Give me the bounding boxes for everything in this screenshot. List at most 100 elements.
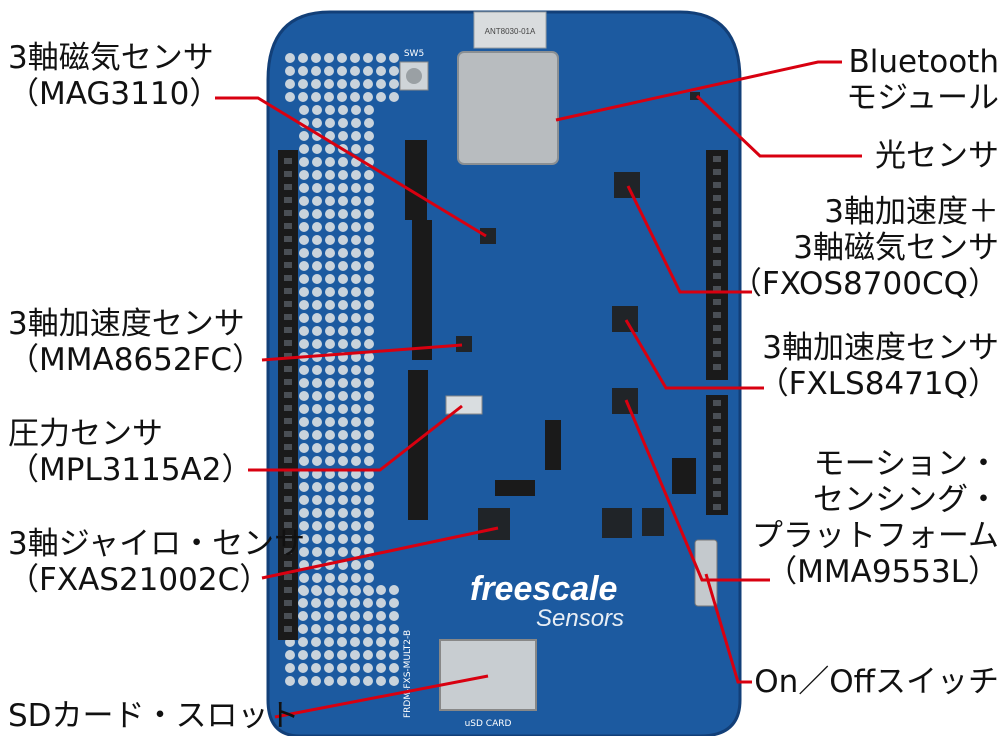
header-hole xyxy=(284,405,292,411)
proto-pad xyxy=(299,209,309,219)
proto-pad xyxy=(312,508,322,518)
proto-pad xyxy=(364,183,374,193)
proto-pad xyxy=(325,404,335,414)
proto-pad xyxy=(338,417,348,427)
proto-pad xyxy=(299,482,309,492)
proto-pad xyxy=(311,611,321,621)
header-hole xyxy=(713,169,721,175)
proto-pad xyxy=(325,495,335,505)
proto-pad xyxy=(364,560,374,570)
label-bluetooth-line2: モジュール xyxy=(846,80,999,116)
proto-pad xyxy=(363,79,373,89)
proto-pad xyxy=(338,404,348,414)
proto-pad xyxy=(325,339,335,349)
proto-pad xyxy=(299,391,309,401)
proto-pad xyxy=(311,676,321,686)
proto-pad xyxy=(299,495,309,505)
proto-pad xyxy=(338,157,348,167)
header-hole xyxy=(713,439,721,445)
proto-pad xyxy=(285,53,295,63)
proto-pad xyxy=(338,196,348,206)
proto-pad xyxy=(364,261,374,271)
label-mma9553l-line1: モーション・ xyxy=(813,446,999,482)
header-hole xyxy=(284,301,292,307)
fxos8700cq-chip xyxy=(614,172,640,198)
proto-pad xyxy=(312,170,322,180)
label-mpl3115a2-line1: 圧力センサ xyxy=(8,416,163,452)
proto-pad xyxy=(364,222,374,232)
proto-pad xyxy=(351,261,361,271)
extra-chip xyxy=(602,508,632,538)
proto-pad xyxy=(376,66,386,76)
proto-pad xyxy=(389,92,399,102)
proto-pad xyxy=(312,274,322,284)
proto-pad xyxy=(351,300,361,310)
label-sd-slot: SDカード・スロット xyxy=(8,698,300,734)
proto-pad xyxy=(311,585,321,595)
proto-pad xyxy=(364,287,374,297)
leader-sd xyxy=(274,674,489,719)
header-hole xyxy=(284,483,292,489)
proto-pad xyxy=(312,300,322,310)
header-hole xyxy=(284,171,292,177)
header-hole xyxy=(284,574,292,580)
proto-pad xyxy=(337,585,347,595)
header-hole xyxy=(284,613,292,619)
proto-pad xyxy=(325,378,335,388)
leader-switch xyxy=(704,573,752,684)
center-pin-header-3 xyxy=(408,370,428,520)
proto-pad xyxy=(325,196,335,206)
proto-pad xyxy=(338,170,348,180)
proto-pad xyxy=(285,66,295,76)
proto-pad xyxy=(351,222,361,232)
proto-pad xyxy=(299,417,309,427)
proto-pad xyxy=(351,430,361,440)
label-fxos8700cq-line1: 3軸加速度＋ xyxy=(824,194,999,230)
left-header-holes xyxy=(284,158,292,632)
proto-pad xyxy=(364,456,374,466)
freescale-logo: freescale xyxy=(470,570,617,608)
proto-pad xyxy=(338,287,348,297)
proto-pad xyxy=(351,274,361,284)
proto-pad xyxy=(364,508,374,518)
proto-pad xyxy=(351,443,361,453)
bluetooth-part-number: ANT8030-01A xyxy=(485,27,536,36)
header-hole xyxy=(284,379,292,385)
label-fxas21002c-line2: （FXAS21002C） xyxy=(8,562,271,598)
proto-pad xyxy=(299,274,309,284)
header-hole xyxy=(284,600,292,606)
proto-pad xyxy=(324,676,334,686)
header-hole xyxy=(284,509,292,515)
label-mma9553l-line2: センシング・ xyxy=(813,482,999,518)
header-hole xyxy=(713,273,721,279)
proto-pad xyxy=(350,611,360,621)
proto-pad xyxy=(350,53,360,63)
leader-gyro xyxy=(261,526,499,580)
proto-pad xyxy=(299,170,309,180)
proto-pad xyxy=(363,650,373,660)
proto-pad xyxy=(337,611,347,621)
proto-pad xyxy=(350,585,360,595)
proto-pad xyxy=(338,131,348,141)
proto-pad xyxy=(325,222,335,232)
header-hole xyxy=(284,275,292,281)
header-hole xyxy=(284,366,292,372)
proto-pad xyxy=(338,300,348,310)
label-mpl3115a2-line2: （MPL3115A2） xyxy=(8,452,253,488)
proto-pad xyxy=(389,637,399,647)
proto-pad xyxy=(299,131,309,141)
proto-pad xyxy=(338,248,348,258)
label-bluetooth-line1: Bluetooth xyxy=(848,44,1000,80)
header-hole xyxy=(284,210,292,216)
proto-pad xyxy=(351,391,361,401)
proto-pad xyxy=(325,144,335,154)
center-pin-header xyxy=(405,140,427,220)
proto-pad xyxy=(298,79,308,89)
proto-pad xyxy=(325,170,335,180)
proto-pad xyxy=(312,313,322,323)
proto-pad xyxy=(298,650,308,660)
proto-pad xyxy=(376,624,386,634)
proto-pad xyxy=(299,443,309,453)
label-mma8652fc-line1: 3軸加速度センサ xyxy=(8,306,245,342)
header-hole xyxy=(284,314,292,320)
